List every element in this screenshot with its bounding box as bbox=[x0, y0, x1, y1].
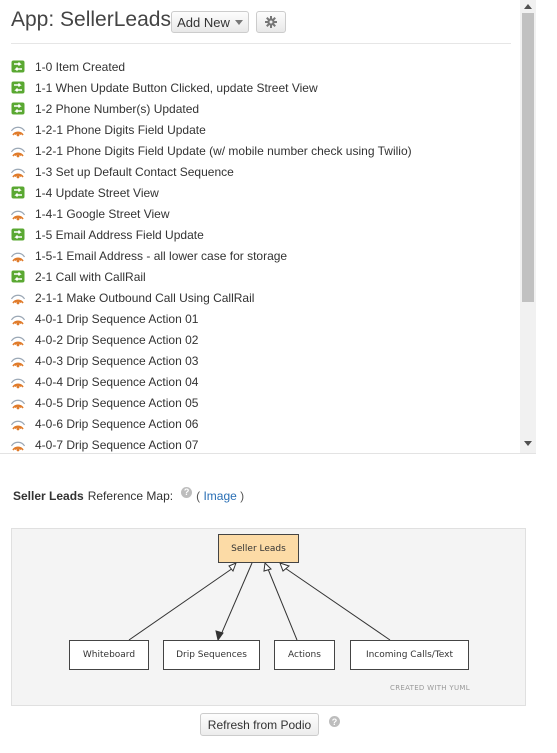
chevron-down-icon bbox=[234, 19, 243, 25]
flow-icon bbox=[11, 81, 25, 95]
hook-icon bbox=[11, 312, 25, 326]
close-paren: ) bbox=[240, 489, 245, 503]
add-new-label: Add New bbox=[177, 14, 230, 30]
workflow-item[interactable]: 4-0-6 Drip Sequence Action 06 bbox=[11, 413, 511, 434]
reference-map-label: Reference Map: bbox=[87, 489, 174, 503]
workflow-label: 4-0-2 Drip Sequence Action 02 bbox=[35, 332, 199, 347]
hook-icon bbox=[11, 417, 25, 431]
workflow-item[interactable]: 1-4 Update Street View bbox=[11, 182, 511, 203]
flow-icon bbox=[11, 102, 25, 116]
edge-actions bbox=[267, 568, 298, 641]
hook-icon bbox=[11, 375, 25, 389]
question-icon[interactable]: ? bbox=[181, 486, 193, 498]
workflow-label: 4-0-3 Drip Sequence Action 03 bbox=[35, 353, 199, 368]
workflow-panel: App: SellerLeads Add New bbox=[0, 6, 536, 454]
workflow-label: 1-4-1 Google Street View bbox=[35, 206, 170, 221]
workflow-label: 1-5-1 Email Address - all lower case for… bbox=[35, 248, 288, 263]
yuml-credit: CREATED WITH YUML bbox=[390, 684, 470, 692]
workflow-item[interactable]: 1-2-1 Phone Digits Field Update (w/ mobi… bbox=[11, 140, 511, 161]
scrollbar[interactable] bbox=[520, 0, 536, 453]
workflow-item[interactable]: 4-0-1 Drip Sequence Action 01 bbox=[11, 308, 511, 329]
arrowhead-open bbox=[228, 562, 237, 572]
scroll-thumb[interactable] bbox=[522, 13, 534, 302]
workflow-item[interactable]: 1-5-1 Email Address - all lower case for… bbox=[11, 245, 511, 266]
diagram-node-seller-leads: Seller Leads bbox=[218, 534, 299, 563]
workflow-item[interactable]: 1-2-1 Phone Digits Field Update bbox=[11, 119, 511, 140]
workflow-label: 2-1-1 Make Outbound Call Using CallRail bbox=[35, 290, 255, 305]
edge-incoming bbox=[284, 567, 391, 641]
reference-map-diagram: Seller Leads Whiteboard Drip Sequences A… bbox=[11, 528, 526, 706]
workflow-item[interactable]: 2-1-1 Make Outbound Call Using CallRail bbox=[11, 287, 511, 308]
workflow-label: 1-2 Phone Number(s) Updated bbox=[35, 101, 200, 116]
workflow-item[interactable]: 1-4-1 Google Street View bbox=[11, 203, 511, 224]
workflow-label: 4-0-5 Drip Sequence Action 05 bbox=[35, 395, 199, 410]
workflow-item[interactable]: 4-0-7 Drip Sequence Action 07 bbox=[11, 434, 511, 453]
question-icon[interactable]: ? bbox=[329, 716, 340, 727]
hook-icon bbox=[11, 291, 25, 305]
workflow-label: 1-2-1 Phone Digits Field Update (w/ mobi… bbox=[35, 143, 412, 158]
scroll-down-arrow[interactable] bbox=[524, 441, 532, 446]
workflow-item[interactable]: 4-0-2 Drip Sequence Action 02 bbox=[11, 329, 511, 350]
refresh-from-podio-button[interactable]: Refresh from Podio bbox=[200, 713, 319, 736]
workflow-label: 4-0-6 Drip Sequence Action 06 bbox=[35, 416, 199, 431]
edge-whiteboard bbox=[128, 567, 234, 641]
workflow-item[interactable]: 4-0-3 Drip Sequence Action 03 bbox=[11, 350, 511, 371]
diagram-node-actions: Actions bbox=[274, 640, 335, 670]
flow-icon bbox=[11, 60, 25, 74]
settings-button[interactable] bbox=[256, 11, 286, 33]
hook-icon bbox=[11, 123, 25, 137]
workflow-label: 1-2-1 Phone Digits Field Update bbox=[35, 122, 206, 137]
hook-icon bbox=[11, 438, 25, 452]
workflow-label: 1-3 Set up Default Contact Sequence bbox=[35, 164, 234, 179]
workflow-label: 4-0-4 Drip Sequence Action 04 bbox=[35, 374, 199, 389]
arrowhead-open bbox=[263, 561, 272, 572]
reference-map-heading: Seller Leads Reference Map: ? ( Image ) bbox=[13, 486, 245, 503]
image-link[interactable]: Image bbox=[203, 489, 237, 503]
flow-icon bbox=[11, 270, 25, 284]
workflow-item[interactable]: 2-1 Call with CallRail bbox=[11, 266, 511, 287]
hook-icon bbox=[11, 144, 25, 158]
reference-map-app-name: Seller Leads bbox=[13, 489, 84, 503]
hook-icon bbox=[11, 333, 25, 347]
workflow-label: 1-4 Update Street View bbox=[35, 185, 159, 200]
workflow-item[interactable]: 1-1 When Update Button Clicked, update S… bbox=[11, 77, 511, 98]
diagram-node-incoming-calls: Incoming Calls/Text bbox=[350, 640, 469, 670]
diagram-connectors bbox=[128, 561, 391, 642]
scroll-up-arrow[interactable] bbox=[524, 4, 532, 9]
header: App: SellerLeads Add New bbox=[11, 6, 516, 38]
arrowhead-open bbox=[279, 562, 291, 572]
add-new-button[interactable]: Add New bbox=[171, 11, 249, 33]
workflow-item[interactable]: 1-0 Item Created bbox=[11, 56, 511, 77]
hook-icon bbox=[11, 396, 25, 410]
page-title: App: SellerLeads bbox=[11, 8, 171, 31]
workflow-item[interactable]: 1-2 Phone Number(s) Updated bbox=[11, 98, 511, 119]
workflow-label: 4-0-1 Drip Sequence Action 01 bbox=[35, 311, 199, 326]
workflow-item[interactable]: 4-0-4 Drip Sequence Action 04 bbox=[11, 371, 511, 392]
hook-icon bbox=[11, 165, 25, 179]
flow-icon bbox=[11, 228, 25, 242]
hook-icon bbox=[11, 354, 25, 368]
edge-drip-sequences bbox=[219, 562, 253, 638]
hook-icon bbox=[11, 249, 25, 263]
divider bbox=[11, 43, 511, 44]
workflow-label: 4-0-7 Drip Sequence Action 07 bbox=[35, 437, 199, 452]
gear-icon bbox=[265, 16, 277, 28]
workflow-label: 2-1 Call with CallRail bbox=[35, 269, 146, 284]
workflow-item[interactable]: 1-3 Set up Default Contact Sequence bbox=[11, 161, 511, 182]
flow-icon bbox=[11, 186, 25, 200]
open-paren: ( bbox=[196, 489, 201, 503]
workflow-label: 1-5 Email Address Field Update bbox=[35, 227, 204, 242]
arrowhead-filled bbox=[215, 630, 224, 642]
workflow-item[interactable]: 1-5 Email Address Field Update bbox=[11, 224, 511, 245]
workflow-label: 1-0 Item Created bbox=[35, 59, 126, 74]
diagram-node-drip-sequences: Drip Sequences bbox=[163, 640, 260, 670]
workflow-label: 1-1 When Update Button Clicked, update S… bbox=[35, 80, 318, 95]
workflow-item[interactable]: 4-0-5 Drip Sequence Action 05 bbox=[11, 392, 511, 413]
workflow-list: 1-0 Item Created 1-1 When Update Button C… bbox=[11, 56, 511, 453]
hook-icon bbox=[11, 207, 25, 221]
diagram-node-whiteboard: Whiteboard bbox=[69, 640, 149, 670]
